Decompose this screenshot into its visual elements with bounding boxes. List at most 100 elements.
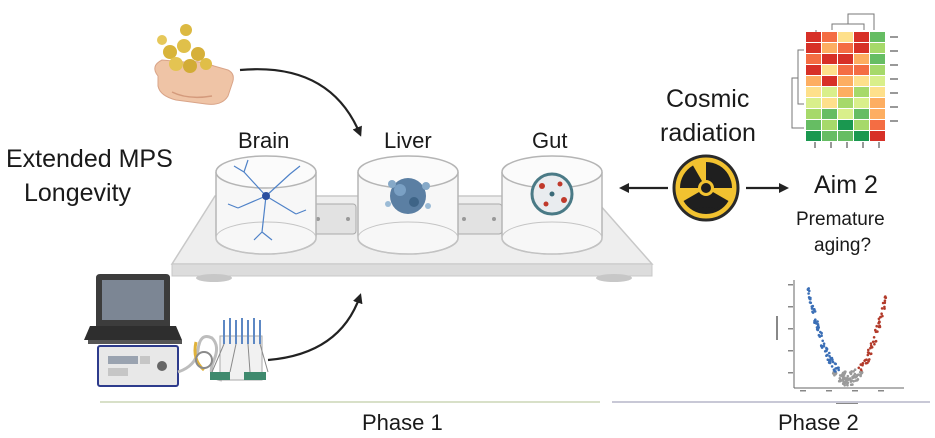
volcano-dot xyxy=(857,366,861,370)
volcano-dot xyxy=(834,367,837,370)
heatmap-cell xyxy=(870,43,885,53)
volcano-dot xyxy=(876,330,879,333)
volcano-dot xyxy=(878,320,881,323)
title-line-2: Longevity xyxy=(24,179,132,207)
chamber-liver xyxy=(357,155,459,255)
volcano-dot xyxy=(843,380,847,384)
heatmap-cell xyxy=(854,98,869,108)
volcano-dot xyxy=(807,296,811,299)
stressor-line-2: radiation xyxy=(660,119,756,147)
heatmap-cell xyxy=(854,54,869,64)
control-arrow xyxy=(267,293,363,362)
volcano-dot xyxy=(864,362,868,365)
volcano-dot xyxy=(846,383,849,387)
volcano-dot xyxy=(843,372,847,375)
volcano-dot xyxy=(828,361,832,365)
volcano-dot xyxy=(883,301,887,305)
controller-box-icon xyxy=(97,345,179,387)
volcano-dot xyxy=(840,379,843,382)
heatmap-cell xyxy=(838,120,853,130)
volcano-dot xyxy=(873,342,876,346)
volcano-dot xyxy=(830,356,834,360)
volcano-dot xyxy=(884,295,887,298)
volcano-dot xyxy=(837,368,840,372)
volcano-dot xyxy=(852,370,855,373)
volcano-dot xyxy=(875,324,878,328)
heatmap-cell xyxy=(870,32,885,42)
radiation-icon xyxy=(672,154,740,222)
volcano-dot xyxy=(814,318,817,322)
heatmap-cell xyxy=(822,65,837,75)
aim-question-line-2: aging? xyxy=(814,235,872,256)
volcano-dot xyxy=(852,380,855,383)
heatmap-cell xyxy=(838,76,853,86)
heatmap-cell xyxy=(854,32,869,42)
heatmap-cell xyxy=(838,43,853,53)
heatmap-cell xyxy=(806,76,821,86)
chamber-label-brain: Brain xyxy=(238,128,290,153)
pills-in-hand-icon xyxy=(154,24,234,105)
gut-organoid-icon xyxy=(530,172,574,216)
volcano-dot xyxy=(828,355,831,358)
volcano-dot xyxy=(866,351,870,354)
aim-title: Aim 2 xyxy=(814,171,878,199)
chamber-label-liver: Liver xyxy=(384,128,432,153)
volcano-dot xyxy=(880,307,884,310)
volcano-dot xyxy=(826,353,829,357)
volcano-dot xyxy=(883,299,887,303)
heatmap-cell xyxy=(806,98,821,108)
volcano-dot xyxy=(838,377,842,380)
heatmap-cell xyxy=(822,43,837,53)
heatmap-cell xyxy=(854,87,869,97)
volcano-dot xyxy=(828,351,831,355)
phase-2-label: Phase 2 xyxy=(778,410,859,435)
volcano-dot xyxy=(807,292,810,295)
heatmap-cell xyxy=(806,65,821,75)
heatmap-cell xyxy=(806,109,821,119)
volcano-dot xyxy=(869,344,873,348)
heatmap-cell xyxy=(854,109,869,119)
volcano-plot-icon xyxy=(776,280,904,404)
volcano-dot xyxy=(848,377,852,380)
volcano-dot xyxy=(852,374,856,378)
heatmap-cell xyxy=(870,109,885,119)
volcano-dot xyxy=(877,317,881,321)
volcano-dot xyxy=(822,344,826,348)
volcano-dot xyxy=(859,368,863,371)
volcano-dot xyxy=(809,297,812,301)
heatmap-cell xyxy=(806,32,821,42)
volcano-dot xyxy=(859,373,862,377)
heatmap-cell xyxy=(870,54,885,64)
volcano-dot xyxy=(834,372,837,376)
heatmap-cell xyxy=(822,32,837,42)
volcano-dot xyxy=(810,307,814,310)
volcano-dot xyxy=(812,308,816,311)
volcano-dot xyxy=(871,340,875,344)
volcano-dot xyxy=(869,346,872,350)
volcano-dot xyxy=(854,379,857,383)
heatmap-cell xyxy=(822,109,837,119)
stressor-line-1: Cosmic xyxy=(666,85,750,113)
volcano-dot xyxy=(842,375,845,379)
volcano-dot xyxy=(816,328,820,332)
volcano-dot xyxy=(809,301,813,305)
heatmap-cell xyxy=(822,98,837,108)
heatmap-icon xyxy=(791,13,898,148)
heatmap-cell xyxy=(854,76,869,86)
volcano-dot xyxy=(834,362,837,366)
volcano-dot xyxy=(831,360,835,364)
heatmap-cell xyxy=(806,54,821,64)
volcano-dot xyxy=(819,330,822,334)
volcano-dot xyxy=(828,358,832,362)
heatmap-cell xyxy=(806,43,821,53)
volcano-dot xyxy=(811,304,815,308)
heatmap-cell xyxy=(870,87,885,97)
volcano-dot xyxy=(866,353,870,357)
heatmap-cell xyxy=(870,76,885,86)
volcano-dot xyxy=(830,365,834,368)
volcano-dot xyxy=(833,370,836,373)
volcano-dot xyxy=(860,371,864,374)
heatmap-cell xyxy=(822,54,837,64)
